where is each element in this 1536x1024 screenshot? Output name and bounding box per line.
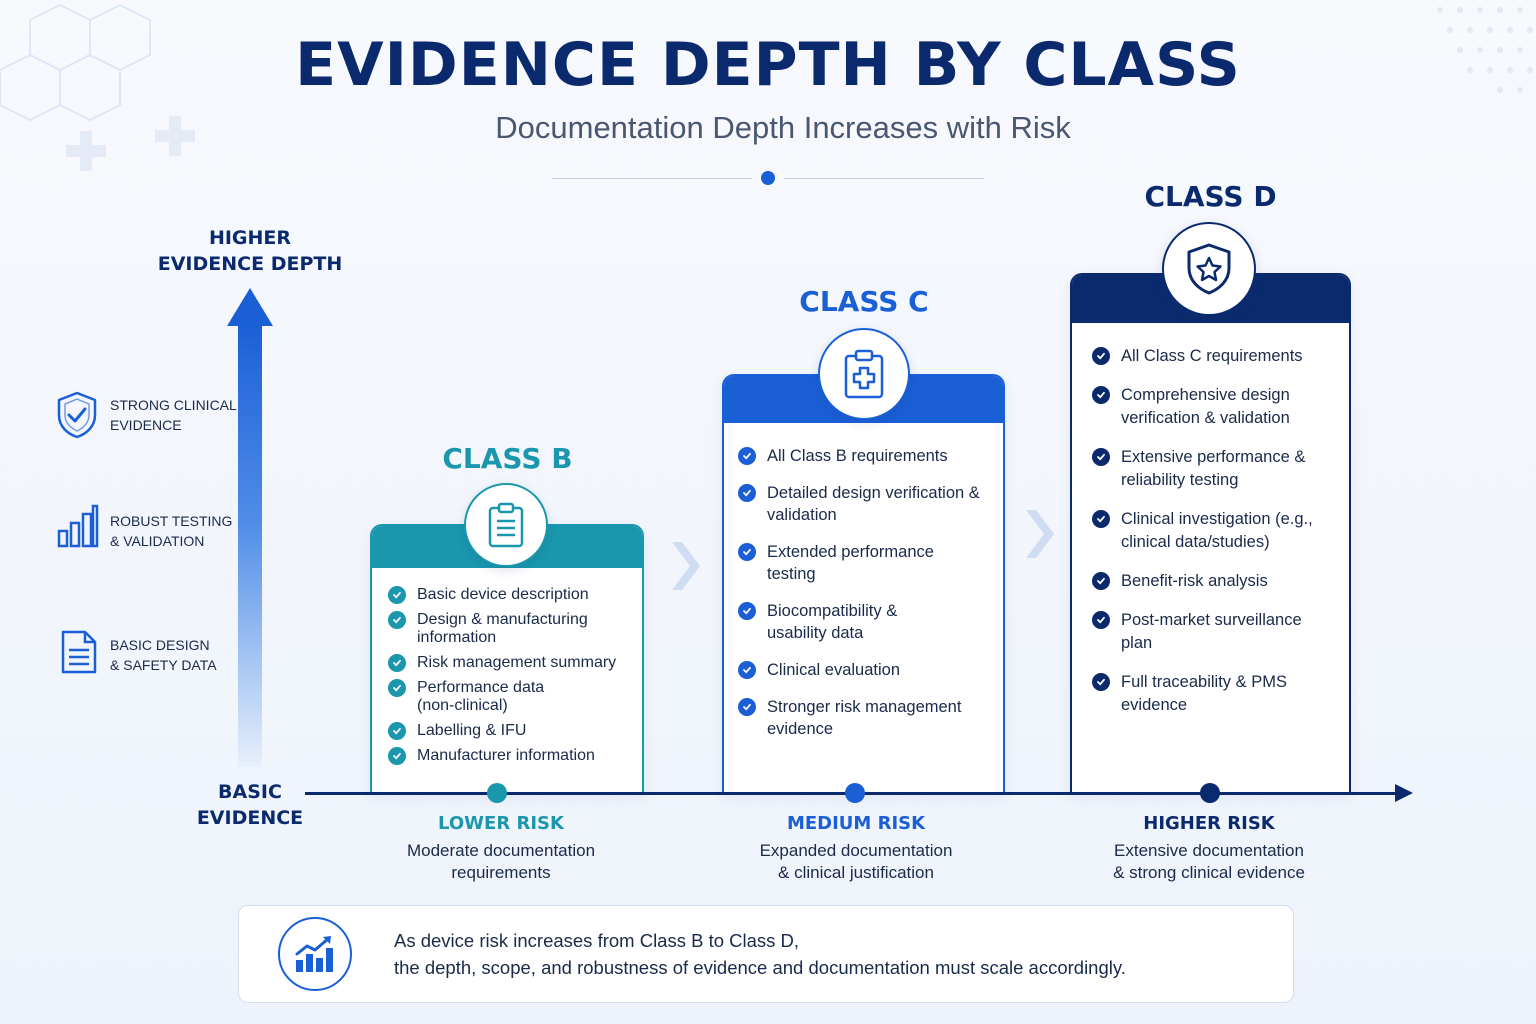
check-icon [388,747,406,765]
page-subtitle: Documentation Depth Increases with Risk [495,110,1071,145]
list-item: All Class B requirements [738,445,989,467]
document-icon [61,630,97,674]
level-label-robust-testing: ROBUST TESTING & VALIDATION [110,513,233,549]
check-icon [388,586,406,604]
axis-bottom-label: BASIC EVIDENCE [196,781,304,829]
list-item: Basic device description [388,586,632,604]
class-c-icon-badge [818,328,910,420]
list-item: Extensive performance & reliability test… [1092,446,1337,492]
class-c-marker [845,783,865,803]
list-item: Clinical investigation (e.g., clinical d… [1092,508,1337,554]
level-label-strong-clinical: STRONG CLINICAL EVIDENCE [110,397,237,433]
evidence-depth-arrow-head [227,288,273,326]
list-item: All Class C requirements [1092,345,1337,368]
class-c-card: All Class B requirements Detailed design… [722,374,1005,794]
bar-chart-icon [57,504,99,548]
check-icon [738,602,756,620]
check-icon [1092,448,1110,466]
list-item: Comprehensive design verification & vali… [1092,384,1337,430]
shield-star-icon [1187,243,1231,295]
check-icon [1092,611,1110,629]
list-item: Extended performance testing [738,541,989,585]
class-b-label: CLASS B [442,442,573,475]
check-icon [738,447,756,465]
class-c-label: CLASS C [799,285,929,318]
page-title: EVIDENCE DEPTH BY CLASS [295,30,1241,100]
divider-line-right [784,178,984,179]
class-d-risk-title: HIGHER RISK [1143,813,1275,834]
list-item: Risk management summary [388,654,632,672]
medical-clipboard-icon [844,349,884,399]
check-icon [1092,386,1110,404]
class-d-card: All Class C requirements Comprehensive d… [1070,273,1351,794]
dot-pattern-decoration [1437,7,1533,93]
axis-top-label: HIGHER EVIDENCE DEPTH [157,227,343,275]
summary-note-icon-badge [278,917,352,991]
class-d-label: CLASS D [1144,180,1277,213]
divider-dot [761,171,775,185]
shield-check-icon [57,391,97,439]
summary-note-box [238,905,1294,1003]
risk-axis-arrow-head [1395,784,1413,802]
class-d-item-list: All Class C requirements Comprehensive d… [1072,323,1349,717]
clipboard-icon [488,502,524,548]
divider-line-left [552,178,752,179]
level-label-basic-design: BASIC DESIGN & SAFETY DATA [110,637,217,673]
list-item: Performance data (non-clinical) [388,679,632,715]
list-item: Clinical evaluation [738,659,989,681]
list-item: Biocompatibility & usability data [738,600,989,644]
class-d-risk-description: Extensive documentation & strong clinica… [1113,841,1305,882]
check-icon [388,722,406,740]
class-d-marker [1200,783,1220,803]
class-b-icon-badge [464,483,548,567]
growth-chart-icon [295,936,333,972]
list-item: Labelling & IFU [388,722,632,740]
check-icon [738,661,756,679]
class-d-icon-badge [1162,222,1256,316]
class-c-risk-description: Expanded documentation & clinical justif… [759,841,953,882]
class-b-item-list: Basic device description Design & manufa… [372,568,642,765]
evidence-depth-arrow [238,322,262,767]
class-b-card: Basic device description Design & manufa… [370,524,644,794]
summary-note-line-2: the depth, scope, and robustness of evid… [394,957,1126,978]
list-item: Manufacturer information [388,747,632,765]
list-item: Benefit-risk analysis [1092,570,1337,593]
check-icon [1092,572,1110,590]
list-item: Detailed design verification & validatio… [738,482,989,526]
check-icon [738,484,756,502]
class-c-risk-title: MEDIUM RISK [786,813,926,834]
class-c-item-list: All Class B requirements Detailed design… [724,423,1003,740]
check-icon [388,611,406,629]
class-b-risk-description: Moderate documentation requirements [406,841,596,882]
chevron-right-icon [1026,510,1054,558]
check-icon [738,698,756,716]
check-icon [388,679,406,697]
list-item: Design & manufacturing information [388,611,632,647]
list-item: Full traceability & PMS evidence [1092,671,1337,717]
chevron-right-icon [672,542,700,590]
check-icon [1092,673,1110,691]
class-b-marker [487,783,507,803]
list-item: Stronger risk management evidence [738,696,989,740]
check-icon [1092,510,1110,528]
class-b-risk-title: LOWER RISK [438,813,564,834]
list-item: Post-market surveillance plan [1092,609,1337,655]
check-icon [388,654,406,672]
summary-note-line-1: As device risk increases from Class B to… [394,930,800,951]
check-icon [1092,347,1110,365]
hexagon-decoration [0,3,195,171]
check-icon [738,543,756,561]
